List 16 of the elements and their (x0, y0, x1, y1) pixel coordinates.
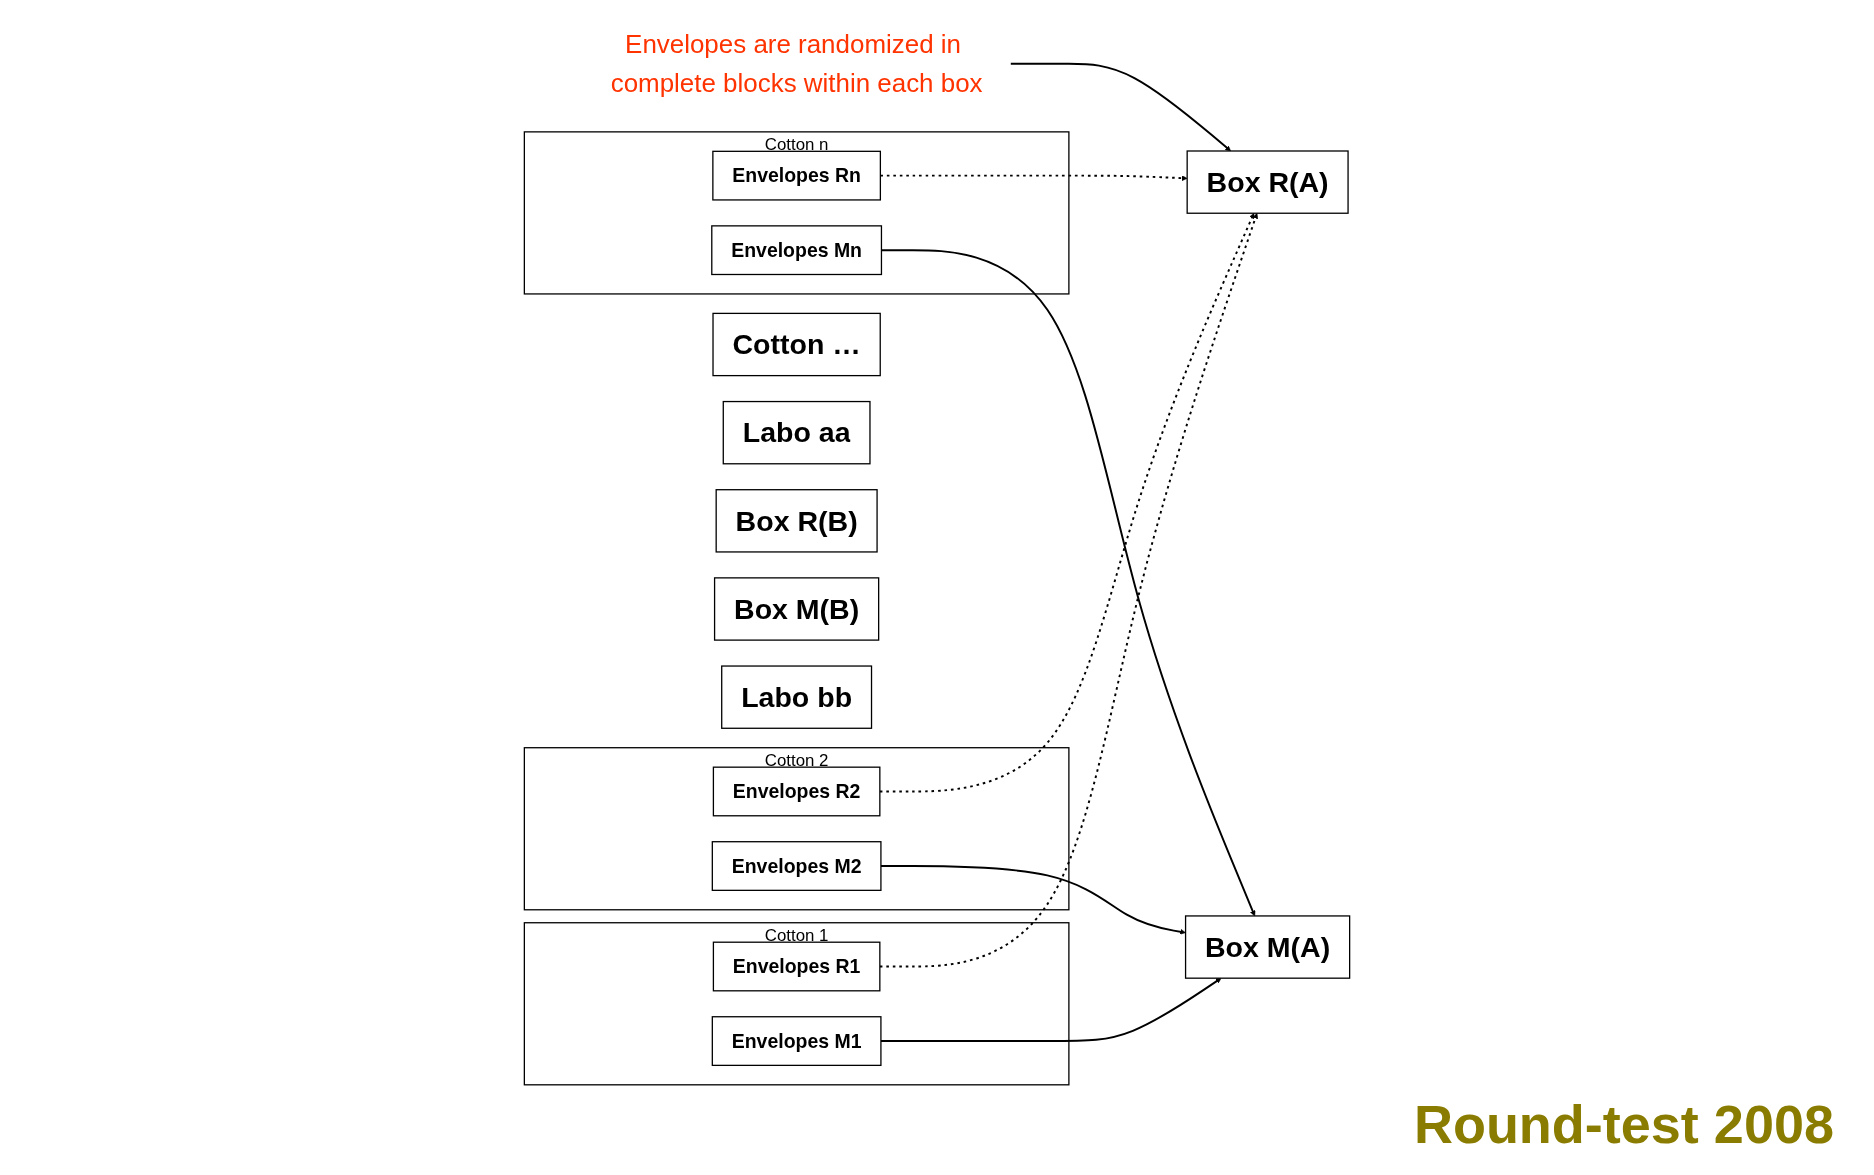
node-box: Envelopes R1 (712, 941, 881, 992)
node-box: Labo aa (722, 400, 871, 465)
node-box: Box R(B) (715, 489, 878, 553)
arrow (1009, 62, 1231, 152)
node-box: Envelopes R2 (712, 766, 881, 817)
node-box: Box R(A) (1186, 150, 1349, 214)
node-box: Envelopes Rn (712, 150, 881, 201)
node-box: Envelopes Mn (711, 225, 883, 276)
node-box: Envelopes M2 (711, 841, 882, 891)
node-box: Cotton … (712, 312, 881, 377)
footer-text: Round-test 2008 (1413, 1093, 1834, 1155)
node-box: Envelopes M1 (711, 1016, 882, 1066)
node-box: Box M(A) (1184, 915, 1351, 979)
node-box: Box M(B) (713, 577, 880, 641)
node-box: Labo bb (721, 665, 873, 729)
node-text: Envelopes are randomized in complete blocks within each box (610, 30, 983, 98)
